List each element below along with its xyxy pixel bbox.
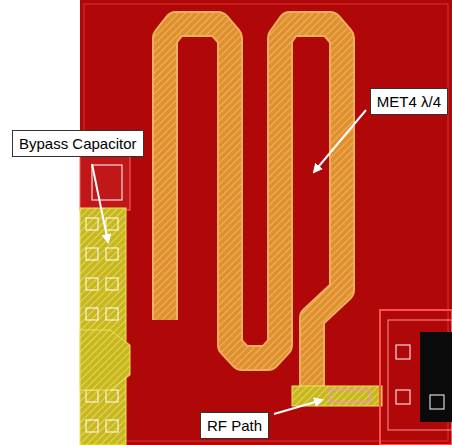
callout-box: Bypass Capacitor xyxy=(12,130,144,157)
callout-box: RF Path xyxy=(200,412,269,439)
callout-label: RF Path xyxy=(207,417,262,434)
callout-box: MET4 λ/4 xyxy=(370,88,448,115)
callout-label: Bypass Capacitor xyxy=(19,135,137,152)
callout-label: MET4 λ/4 xyxy=(377,93,441,110)
